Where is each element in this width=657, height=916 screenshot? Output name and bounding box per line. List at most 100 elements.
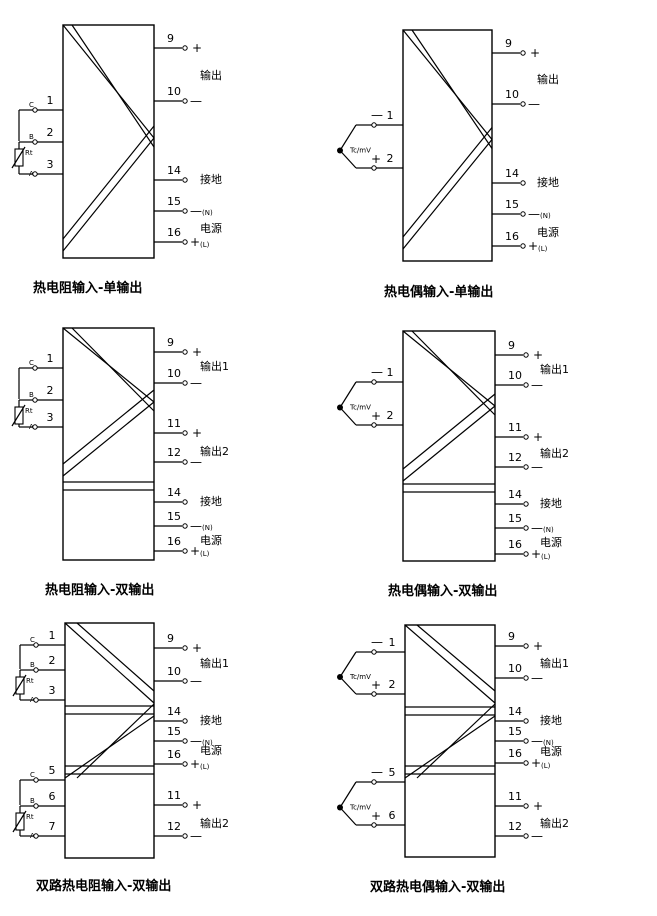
- plus-sign: +: [533, 430, 543, 444]
- output1-label: 输出1: [540, 362, 569, 376]
- terminal-number: 16: [505, 230, 519, 243]
- diagram-rtd-2ch: 123567CBARtCBARt9+10—输出114接地15—(N)16+(L)…: [12, 622, 229, 894]
- minus-sign: —: [190, 376, 202, 390]
- tc-dot-minus: [371, 379, 377, 385]
- terminal-dot: [182, 761, 188, 767]
- resistor-arrow: [12, 674, 27, 697]
- plus-sign: +: [192, 641, 202, 655]
- minus-sign: —: [371, 108, 383, 122]
- module-box: [402, 330, 496, 562]
- terminal-number: 9: [167, 32, 174, 45]
- half-chevron-line: [416, 624, 496, 692]
- tc-junction-icon: [337, 404, 343, 411]
- terminal-dot: [523, 352, 529, 358]
- tc-wire: [339, 807, 357, 826]
- terminal-number: 14: [167, 164, 181, 177]
- terminal-number: 9: [167, 632, 174, 645]
- terminal-dot: [520, 211, 526, 217]
- plus-sign: +: [531, 756, 541, 770]
- minus-sign: —: [371, 765, 383, 779]
- module-box: [64, 622, 155, 859]
- output2-label: 输出2: [540, 446, 569, 460]
- ground-label: 接地: [540, 714, 562, 727]
- tc-junction-icon: [337, 674, 343, 680]
- output-label: 输出: [537, 72, 559, 86]
- chevron-line: [402, 29, 493, 140]
- terminal-dot: [523, 551, 529, 557]
- plus-sign: +: [192, 41, 202, 55]
- terminal-number: 11: [167, 417, 181, 430]
- half-chevron-line: [404, 624, 496, 704]
- terminal-number: 14: [508, 488, 522, 501]
- chevron-line: [62, 137, 155, 252]
- output1-label: 输出1: [200, 359, 229, 373]
- terminal-number: 15: [505, 198, 519, 211]
- terminal-number: 12: [167, 446, 181, 459]
- plus-sign: +: [190, 544, 200, 558]
- tc-junction-icon: [337, 147, 343, 154]
- diagram-rtd-single: 123CBARt9+10—输出14接地15—(N)16+(L)电源热电阻输入-单…: [11, 24, 222, 296]
- rtd-label-b: B: [30, 661, 35, 669]
- line-label: (L): [538, 245, 548, 253]
- minus-sign: —: [531, 734, 543, 748]
- input-number: 5: [389, 766, 396, 779]
- tc-dot-plus: [371, 691, 377, 697]
- input-number: 2: [387, 409, 394, 422]
- input-number: 5: [49, 764, 56, 777]
- chevron-line: [411, 330, 496, 416]
- minus-sign: —: [531, 521, 543, 535]
- plus-sign: +: [533, 348, 543, 362]
- output2-label: 输出2: [200, 444, 229, 458]
- rtd-label-c: C: [29, 101, 34, 109]
- terminal-dot: [182, 349, 188, 355]
- rtd-label-b: B: [30, 797, 35, 805]
- caption: 双路热电偶输入-双输出: [370, 879, 505, 895]
- input-number: 2: [387, 152, 394, 165]
- module-box: [404, 624, 496, 858]
- plus-sign: +: [533, 799, 543, 813]
- diagram-rtd-dual: 123CBARt9+10—输出111+12—输出214接地15—(N)16+(L…: [11, 327, 229, 598]
- half-chevron-line: [76, 703, 155, 779]
- terminal-dot: [523, 643, 529, 649]
- terminal-number: 9: [167, 336, 174, 349]
- terminal-dot: [182, 718, 188, 724]
- terminal-number: 15: [508, 725, 522, 738]
- plus-sign: +: [190, 235, 200, 249]
- chevron-line: [402, 127, 493, 238]
- terminal-dot: [182, 380, 188, 386]
- minus-sign: —: [371, 635, 383, 649]
- input-number: 1: [47, 352, 54, 365]
- chevron-line: [62, 125, 155, 240]
- plus-sign: +: [371, 409, 381, 423]
- terminal-number: 11: [508, 421, 522, 434]
- terminal-dot: [182, 239, 188, 245]
- tc-dot-minus: [371, 122, 377, 128]
- tc-dot-plus: [371, 822, 377, 828]
- minus-sign: —: [190, 829, 202, 843]
- power-label: 电源: [200, 533, 222, 547]
- chevron-line: [402, 393, 496, 470]
- line-label: (L): [200, 763, 210, 771]
- caption: 热电偶输入-双输出: [388, 583, 497, 599]
- resistor-arrow: [11, 404, 26, 427]
- plus-sign: +: [528, 239, 538, 253]
- terminal-dot: [523, 833, 529, 839]
- terminal-dot: [523, 675, 529, 681]
- tc-wire: [339, 651, 357, 678]
- input-number: 7: [49, 820, 56, 833]
- power-label: 电源: [537, 225, 559, 239]
- plus-sign: +: [192, 426, 202, 440]
- terminal-dot: [182, 802, 188, 808]
- ground-label: 接地: [200, 714, 222, 727]
- terminal-dot: [182, 523, 188, 529]
- line-label: (L): [200, 550, 210, 558]
- terminal-number: 14: [167, 486, 181, 499]
- power-label: 电源: [540, 744, 562, 758]
- caption: 热电阻输入-单输出: [33, 280, 142, 296]
- half-chevron-line: [76, 622, 155, 692]
- rt-label: Rt: [26, 813, 34, 821]
- resistor-arrow: [11, 146, 26, 169]
- terminal-dot: [523, 803, 529, 809]
- input-number: 1: [49, 629, 56, 642]
